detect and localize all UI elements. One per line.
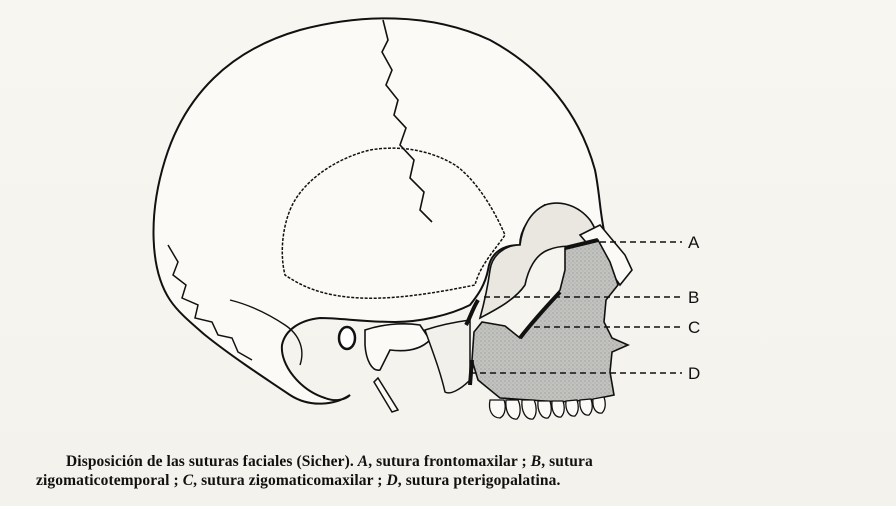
figure-caption: Disposición de las suturas faciales (Sic… <box>36 452 886 490</box>
caption-line-1: Disposición de las suturas faciales (Sic… <box>36 452 886 471</box>
caption-line-2: zigomaticotemporal ; C, sutura zigomatic… <box>36 471 886 490</box>
caption-letter-b: B <box>531 453 541 470</box>
skull-figure: A B C D <box>0 0 896 450</box>
caption-text-d: , sutura pterigopalatina. <box>398 472 561 489</box>
caption-text-c: , sutura zigomaticomaxilar ; <box>193 472 386 489</box>
caption-letter-d: D <box>387 472 398 489</box>
skull-illustration: A B C D <box>0 0 896 450</box>
styloid-process <box>374 378 398 412</box>
temporal-process <box>365 324 430 370</box>
caption-letter-a: A <box>358 453 368 470</box>
pterygoid-region <box>425 320 470 393</box>
label-b: B <box>688 288 699 307</box>
caption-text-a: , sutura frontomaxilar ; <box>368 453 531 470</box>
caption-text-b-part2: zigomaticotemporal ; <box>36 472 183 489</box>
caption-intro: Disposición de las suturas faciales (Sic… <box>66 453 358 470</box>
label-c: C <box>688 318 700 337</box>
label-a: A <box>688 233 700 252</box>
caption-letter-c: C <box>183 472 193 489</box>
ear-opening <box>339 327 355 349</box>
label-d: D <box>688 364 700 383</box>
caption-text-b-part1: , sutura <box>541 453 593 470</box>
